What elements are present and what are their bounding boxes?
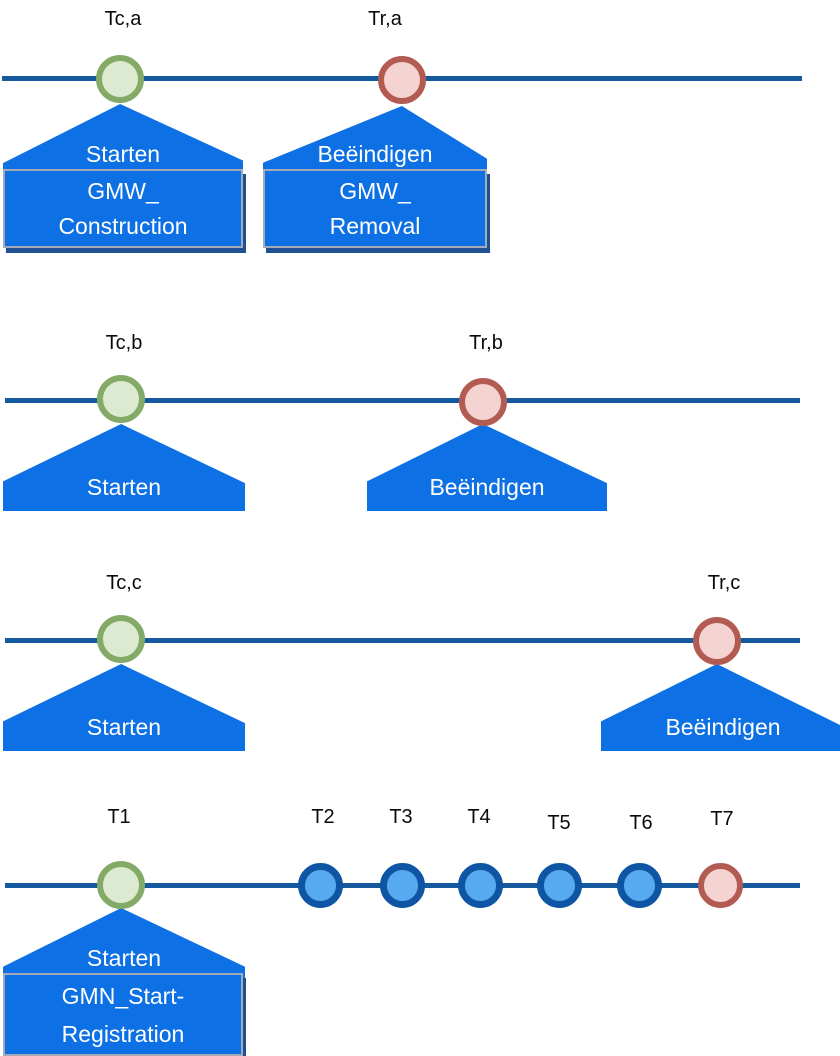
end-marker-t7: [698, 863, 743, 908]
callout-starten-a: Starten: [3, 104, 243, 172]
intermediate-marker-t4: [458, 863, 503, 908]
intermediate-marker-t5: [537, 863, 582, 908]
event-label-t2: T2: [311, 806, 335, 828]
event-label-t5: T5: [547, 812, 571, 834]
callout-starten-b: Starten: [3, 424, 245, 511]
callout-label: Starten: [85, 141, 161, 167]
box-line-1: GMN_Start-: [61, 982, 185, 1009]
start-marker-t1: [97, 861, 145, 909]
end-marker-a: [378, 56, 426, 104]
callout-label: Beëindigen: [317, 141, 433, 167]
event-label-tcb: Tc,b: [105, 332, 143, 354]
process-box-gmn-start-registration: GMN_Start- Registration: [3, 973, 243, 1056]
callout-beeindigen-b: Beëindigen: [367, 424, 607, 511]
event-label-tra: Tr,a: [368, 8, 402, 30]
intermediate-marker-t6: [617, 863, 662, 908]
process-box-gmw-construction: GMW_ Construction: [3, 169, 243, 248]
callout-label: Starten: [86, 945, 162, 971]
event-label-trc: Tr,c: [707, 572, 741, 594]
event-label-t7: T7: [710, 808, 734, 830]
callout-label: Beëindigen: [665, 714, 781, 740]
process-box-gmw-removal: GMW_ Removal: [263, 169, 487, 248]
start-marker-b: [97, 375, 145, 423]
end-marker-b: [459, 378, 507, 426]
intermediate-marker-t2: [298, 863, 343, 908]
event-label-tcc: Tc,c: [106, 572, 142, 594]
event-label-tca: Tc,a: [104, 8, 142, 30]
box-line-1: GMW_: [87, 177, 159, 204]
callout-starten-c: Starten: [3, 664, 245, 751]
start-marker-a: [96, 55, 144, 103]
callout-beeindigen-c: Beëindigen: [601, 664, 840, 751]
box-line-2: Registration: [61, 1020, 185, 1047]
event-label-t3: T3: [389, 806, 413, 828]
intermediate-marker-t3: [380, 863, 425, 908]
timeline-b-axis: [5, 398, 800, 403]
event-label-t6: T6: [629, 812, 653, 834]
start-marker-c: [97, 615, 145, 663]
end-marker-c: [693, 617, 741, 665]
event-label-trb: Tr,b: [469, 332, 503, 354]
event-label-t4: T4: [467, 806, 491, 828]
callout-label: Starten: [86, 474, 162, 500]
timeline-c-axis: [5, 638, 800, 643]
callout-label: Beëindigen: [429, 474, 545, 500]
callout-label: Starten: [86, 714, 162, 740]
callout-beeindigen-a: Beëindigen: [263, 106, 487, 172]
event-label-t1: T1: [107, 806, 131, 828]
callout-starten-t: Starten: [3, 908, 245, 978]
box-line-2: Removal: [329, 212, 421, 239]
box-line-2: Construction: [58, 212, 188, 239]
box-line-1: GMW_: [339, 177, 411, 204]
